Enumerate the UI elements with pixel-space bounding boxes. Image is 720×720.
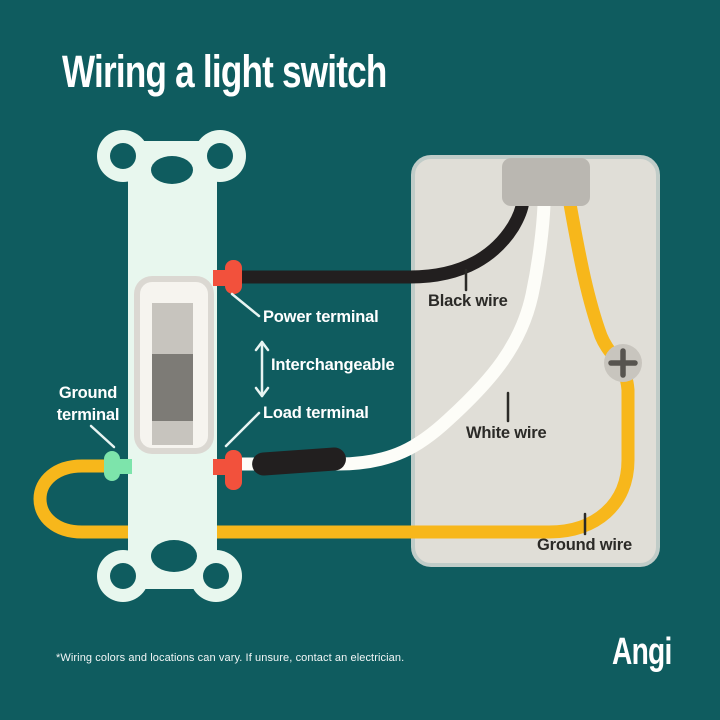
ground-wire-label: Ground wire (537, 536, 632, 554)
load-terminal-label: Load terminal (263, 404, 369, 422)
black-tape-cap-icon (252, 447, 346, 476)
cable-clamp-icon (502, 158, 590, 206)
white-wire (232, 198, 551, 471)
disclaimer-text: *Wiring colors and locations can vary. I… (56, 652, 405, 664)
switch-toggle-icon (134, 276, 214, 454)
ground-terminal-label: Ground terminal (36, 383, 140, 427)
load-terminal-screw-icon (213, 450, 242, 490)
black-wire-label: Black wire (428, 292, 508, 310)
power-terminal-pointer-line (230, 292, 261, 318)
white-wire-label: White wire (466, 424, 547, 442)
phillips-screw-icon (604, 344, 642, 382)
load-terminal-pointer-line (224, 411, 261, 448)
black-wire (235, 194, 530, 284)
ground-terminal-label-line1: Ground (58, 384, 118, 402)
page-title: Wiring a light switch (62, 46, 387, 97)
ground-terminal-pointer-line (89, 424, 116, 449)
interchangeable-double-arrow-icon (254, 340, 270, 398)
ground-terminal-screw-icon (104, 451, 132, 481)
interchangeable-label: Interchangeable (271, 356, 395, 374)
power-terminal-screw-icon (213, 260, 242, 294)
plate-holes (110, 143, 233, 589)
angi-logo: Angi (612, 631, 672, 673)
ground-wire-yellow (33, 197, 635, 539)
ground-terminal-label-line2: terminal (56, 405, 120, 424)
power-terminal-label: Power terminal (263, 308, 379, 326)
